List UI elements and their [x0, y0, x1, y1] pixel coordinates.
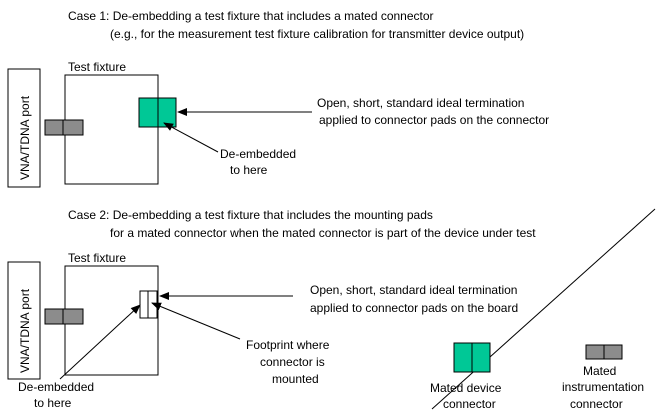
case1-fixture-label: Test fixture — [68, 60, 126, 74]
case2-footprint-line1: Footprint where — [246, 338, 330, 352]
case1-title-line2: (e.g., for the measurement test fixture … — [110, 27, 524, 41]
case1-device-connector-right — [157, 97, 177, 128]
case2-vna-port-box — [7, 261, 41, 380]
legend-device-connector-left — [453, 342, 473, 373]
case1-device-connector-left — [138, 97, 159, 128]
case2-title-line1: Case 2: De-embedding a test fixture that… — [68, 208, 433, 222]
case2-footprint-line2: connector is — [260, 355, 325, 369]
case1-deembedded-arrow — [163, 122, 219, 153]
legend-instr-line1: Mated — [583, 364, 616, 378]
case2-deembedded-line2: to here — [34, 396, 72, 410]
case1-vna-port-box — [7, 68, 41, 188]
case2-title-line2: for a mated connector when the mated con… — [110, 226, 536, 240]
case1-termination-line2: applied to connector pads on the connect… — [319, 113, 549, 127]
diagonal-separator — [431, 208, 656, 410]
case2-instrument-connector-left — [44, 308, 64, 325]
case1-instrument-connector-left — [44, 119, 64, 136]
case2-fixture-label: Test fixture — [68, 251, 126, 265]
legend-device-connector-right — [471, 342, 491, 373]
case1-instrument-connector-right — [62, 119, 84, 136]
legend-instrument-connector-left — [585, 344, 605, 360]
case2-footprint-arrow — [151, 302, 241, 340]
case2-group: Case 2: De-embedding a test fixture that… — [7, 208, 536, 410]
case1-deembedded-line2: to here — [230, 163, 268, 177]
case1-vna-port-label: VNA/TDNA port — [18, 95, 32, 180]
case2-vna-port-label: VNA/TDNA port — [18, 288, 32, 373]
case2-deembedded-arrow — [59, 304, 141, 380]
case1-termination-line1: Open, short, standard ideal termination — [317, 96, 524, 110]
case2-termination-line2: applied to connector pads on the board — [310, 301, 518, 315]
case1-group: Case 1: De-embedding a test fixture that… — [7, 9, 549, 188]
legend-group: Mated device connector Mated instrumenta… — [430, 342, 644, 411]
case1-deembedded-line1: De-embedded — [220, 147, 296, 161]
legend-device-line1: Mated device — [430, 381, 502, 395]
legend-device-line2: connector — [443, 397, 496, 411]
legend-instrument-connector-right — [603, 344, 623, 360]
case1-title-line1: Case 1: De-embedding a test fixture that… — [68, 9, 434, 23]
legend-instr-line3: connector — [570, 397, 623, 411]
legend-instr-line2: instrumentation — [562, 380, 644, 394]
case2-instrument-connector-right — [62, 308, 84, 325]
case2-footprint-line3: mounted — [272, 372, 319, 386]
case2-termination-line1: Open, short, standard ideal termination — [310, 283, 517, 297]
case2-deembedded-line1: De-embedded — [18, 380, 94, 394]
